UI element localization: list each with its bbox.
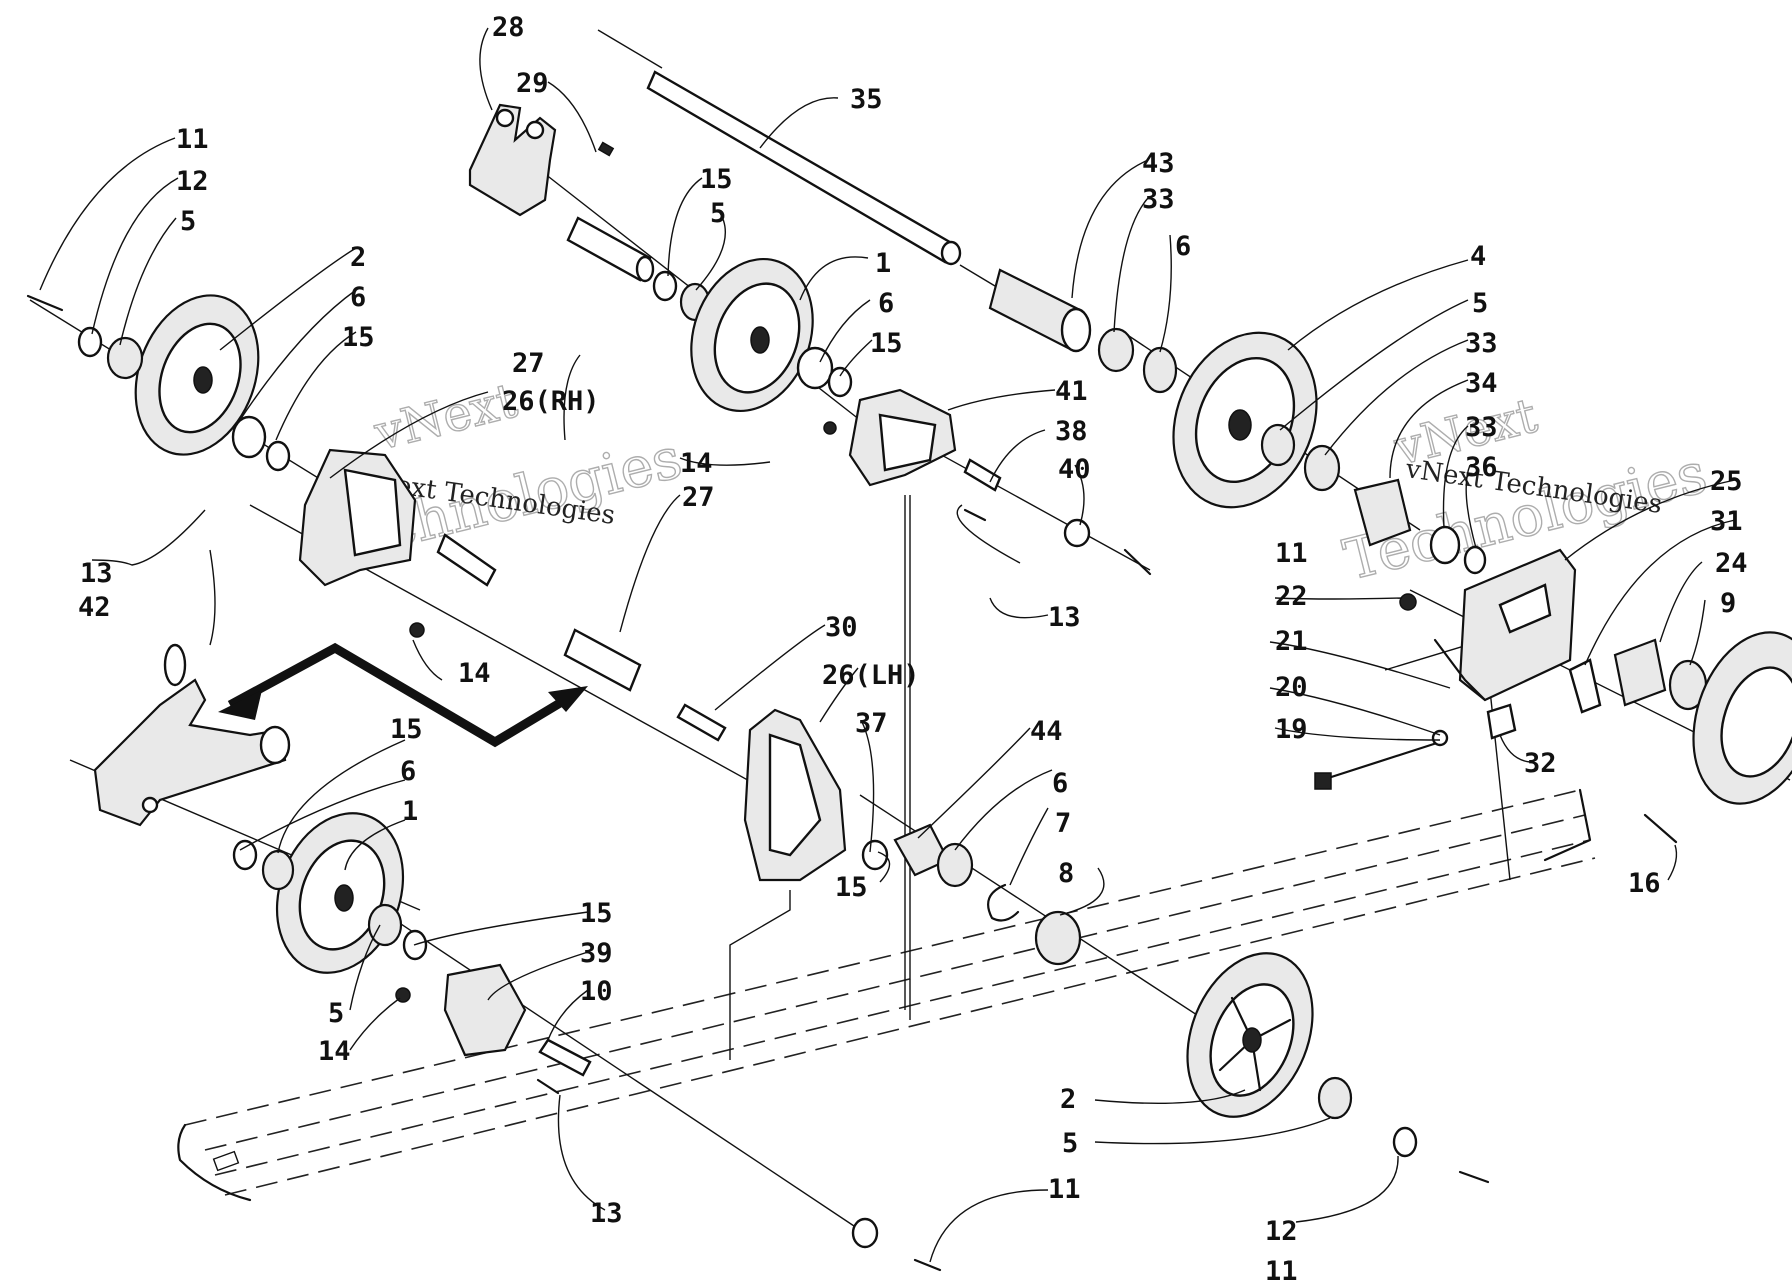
callout-39: 39 (580, 938, 613, 969)
hub-39 (395, 963, 592, 1095)
callout-14: 14 (680, 448, 713, 479)
bracket-41 (823, 388, 1152, 576)
callout-12: 12 (1265, 1216, 1298, 1247)
callout-15: 15 (870, 328, 903, 359)
callout-4: 4 (1470, 241, 1486, 272)
callout-30: 30 (825, 612, 858, 643)
wheel-icon (1172, 331, 1318, 509)
callout-8: 8 (1058, 858, 1074, 889)
bracket-26-lh (743, 708, 950, 882)
callout-28: 28 (492, 12, 525, 43)
callout-37: 37 (855, 708, 888, 739)
callout-6: 6 (350, 282, 366, 313)
callout-25: 25 (1710, 466, 1743, 497)
callout-11: 11 (176, 124, 209, 155)
callout-13: 13 (590, 1198, 623, 1229)
callout-33: 33 (1465, 328, 1498, 359)
callout-26-lh: 26(LH) (822, 660, 920, 691)
callout-33: 33 (1465, 412, 1498, 443)
callout-1: 1 (402, 796, 418, 827)
wheel-icon (232, 812, 428, 974)
callout-15: 15 (835, 872, 868, 903)
callout-11: 11 (1275, 538, 1308, 569)
callout-13: 13 (80, 558, 113, 589)
callout-6: 6 (1175, 231, 1191, 262)
callout-14: 14 (318, 1036, 351, 1067)
callout-31: 31 (1710, 506, 1743, 537)
wheel-icon (1692, 631, 1792, 805)
callout-5: 5 (1472, 288, 1488, 319)
rear-axle-35 (646, 70, 962, 266)
callout-5: 5 (180, 206, 196, 237)
washer-group-top-left (26, 294, 144, 380)
callout-15: 15 (342, 322, 375, 353)
direction-arrow-icon (218, 642, 588, 748)
callout-13: 13 (1048, 602, 1081, 633)
arm-42 (93, 643, 291, 827)
callout-24: 24 (1715, 548, 1748, 579)
callout-15: 15 (580, 898, 613, 929)
callout-41: 41 (1055, 376, 1088, 407)
callout-5: 5 (710, 198, 726, 229)
callout-15: 15 (700, 164, 733, 195)
callout-27: 27 (512, 348, 545, 379)
callout-35: 35 (850, 84, 883, 115)
callout-20: 20 (1275, 672, 1308, 703)
spacer-cluster-right (1260, 423, 1487, 575)
spacer-27-middle (409, 622, 727, 742)
callout-27: 27 (682, 482, 715, 513)
washer-group-center (936, 842, 1082, 966)
leader-lines (39, 27, 1736, 1263)
wheel-icon (690, 257, 853, 413)
washer-group-bottom (851, 1217, 942, 1272)
callout-38: 38 (1055, 416, 1088, 447)
washer-group-bottom-right (1317, 1076, 1490, 1184)
fastener-group-right (1314, 593, 1678, 844)
spacer-27-top (566, 216, 655, 283)
bracket-25-plate (1433, 548, 1577, 702)
callout-16: 16 (1628, 868, 1661, 899)
callout-1: 1 (875, 248, 891, 279)
callout-33: 33 (1142, 184, 1175, 215)
callout-40: 40 (1058, 454, 1091, 485)
callout-5: 5 (328, 998, 344, 1029)
slide-rail (177, 788, 1596, 1202)
callout-43: 43 (1142, 148, 1175, 179)
callout-42: 42 (78, 592, 111, 623)
callout-26-rh: 26(RH) (502, 386, 600, 417)
callout-7: 7 (1055, 808, 1071, 839)
callout-2: 2 (1060, 1084, 1076, 1115)
callout-36: 36 (1465, 452, 1498, 483)
callout-19: 19 (1275, 714, 1308, 745)
callout-32: 32 (1524, 748, 1557, 779)
callout-9: 9 (1720, 588, 1736, 619)
callout-2: 2 (350, 242, 366, 273)
callout-22: 22 (1275, 581, 1308, 612)
callout-12: 12 (176, 166, 209, 197)
callout-6: 6 (400, 756, 416, 787)
callout-5: 5 (1062, 1128, 1078, 1159)
callout-6: 6 (878, 288, 894, 319)
bracket-26-rh (231, 415, 497, 587)
callout-11: 11 (1048, 1174, 1081, 1205)
callout-11: 11 (1265, 1256, 1298, 1280)
callout-29: 29 (516, 68, 549, 99)
bushing-43 (988, 268, 1178, 394)
callout-34: 34 (1465, 368, 1498, 399)
callout-6: 6 (1052, 768, 1068, 799)
callout-14: 14 (458, 658, 491, 689)
callout-44: 44 (1030, 716, 1063, 747)
callout-10: 10 (580, 976, 613, 1007)
bracket-28-icon (468, 103, 615, 217)
callout-labels: 28 29 35 11 12 5 15 5 43 33 6 2 6 15 1 6… (78, 12, 1748, 1280)
callout-15: 15 (390, 714, 423, 745)
wheel-icon (134, 294, 260, 456)
watermark-line-1: vNext (368, 372, 522, 461)
callout-21: 21 (1275, 626, 1308, 657)
wheel-icon (1186, 952, 1314, 1118)
clamp-31 (1568, 638, 1708, 714)
